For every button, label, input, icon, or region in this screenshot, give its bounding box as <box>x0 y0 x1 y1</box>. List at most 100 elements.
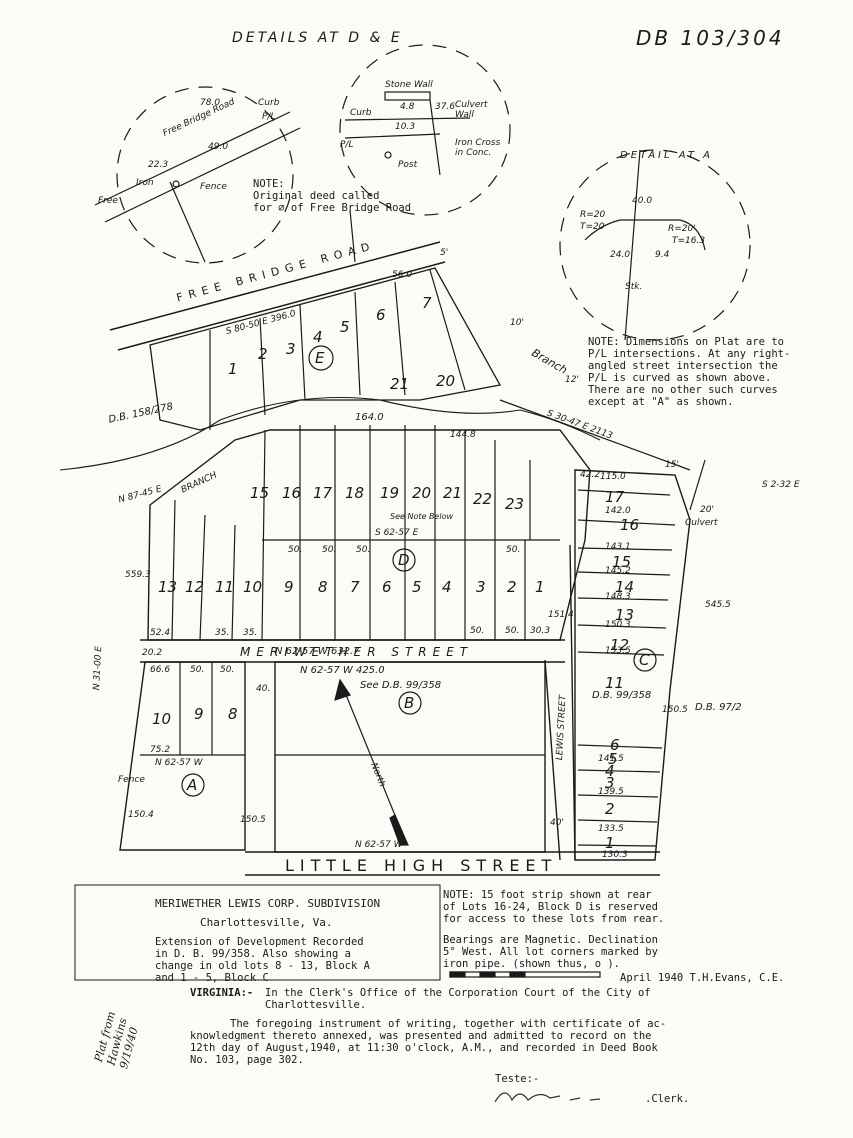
detail-a-t20-label: T=20 <box>580 222 605 232</box>
lot-width-12: 75.2 <box>150 745 171 755</box>
certificate-body: The foregoing instrument of writing, tog… <box>190 1018 667 1066</box>
side-dim-24: 10' <box>510 318 524 328</box>
block-c-lot-line4 <box>577 571 671 576</box>
side-dim-7: 142.0 <box>605 506 631 516</box>
lot-width-9: 35. <box>243 628 258 638</box>
lot-width-5: 50. <box>505 626 520 636</box>
fbr-inner-dim: 164.0 <box>355 412 384 423</box>
lot-d-23: 23 <box>505 495 525 513</box>
block-e-circle-marker <box>308 345 334 371</box>
lot-e-3: 3 <box>286 340 296 358</box>
lot-c-11: 11 <box>605 674 625 692</box>
block-e-lot-line6 <box>429 269 466 391</box>
detail-a-dim-40: 40.0 <box>632 196 653 206</box>
north-arrow-tail <box>389 814 409 846</box>
lewis-street-west-line <box>544 659 561 861</box>
lot-d-1: 1 <box>535 578 545 596</box>
lot-width-3: 50. <box>506 545 521 555</box>
lot-c-12: 12 <box>610 636 630 654</box>
detail-e-iron-cross-label: Iron Cross in Conc. <box>455 138 501 158</box>
block-c-lot-line11 <box>577 819 658 823</box>
lot-d-20: 20 <box>412 484 432 502</box>
block-d-lot-line-j <box>171 499 176 641</box>
block-b-circle-marker <box>398 691 422 715</box>
little-high-street-label: LITTLE HIGH STREET <box>285 856 558 875</box>
east-bearing: S 2-32 E <box>762 480 800 490</box>
lot-d-12: 12 <box>185 578 205 596</box>
lot-d-18: 18 <box>345 484 365 502</box>
lot-d-9: 9 <box>284 578 294 596</box>
block-c-lot-line5 <box>577 597 669 601</box>
block-b-letter: B <box>404 694 415 712</box>
side-dim-17: 56.0 <box>392 270 413 280</box>
lot-width-7: 50. <box>220 665 235 675</box>
meriwether-bearing: N 62-57 W 632.7 <box>275 646 360 657</box>
side-dim-26: 5' <box>440 248 449 258</box>
block-c-lot-line8 <box>577 744 663 749</box>
block-c-lot-line12 <box>577 844 657 847</box>
lot-d-13: 13 <box>158 578 178 596</box>
northeast-boundary-line <box>499 399 691 471</box>
block-b-bottom-bearing: N 62-57 W <box>355 840 403 850</box>
details-title: DETAILS AT D & E <box>232 30 403 46</box>
side-dim-0: 559.3 <box>125 570 151 580</box>
detail-e-pl-label: P/L <box>340 140 354 150</box>
lot-c-6: 6 <box>610 736 620 754</box>
side-dim-2: 150.5 <box>240 815 266 825</box>
block-c-letter: C <box>639 651 650 669</box>
clerk-signature <box>494 1092 601 1103</box>
block-d-lot-line-k <box>199 514 206 641</box>
block-d-mid-bearing: S 62-57 E <box>375 528 419 538</box>
side-dim-11: 150.3 <box>605 620 631 630</box>
lot-width-10: 52.4 <box>150 628 171 638</box>
side-dim-18: 42.2 <box>580 470 601 480</box>
side-dim-5: 150.5 <box>662 705 688 715</box>
lot-c-3: 3 <box>605 774 615 792</box>
date-signature: April 1940 T.H.Evans, C.E. <box>620 972 785 984</box>
block-c-lot-line1 <box>577 489 671 496</box>
detail-e-culvert <box>429 99 441 176</box>
detail-e-dim-48: 4.8 <box>400 102 415 112</box>
fbr-inner-dim2: 144.8 <box>450 430 476 440</box>
side-dim-1: 150.4 <box>128 810 154 820</box>
detail-a-dim-24: 24.0 <box>610 250 631 260</box>
lot-e-6: 6 <box>376 306 386 324</box>
lot-width-2: 50. <box>356 545 371 555</box>
db-ref-99: D.B. 99/358 <box>592 690 652 701</box>
lot-e-1: 1 <box>228 360 238 378</box>
lot-c-17: 17 <box>605 488 625 506</box>
side-dim-6: 115.0 <box>600 472 626 482</box>
detail-d-fence-label: Fence <box>200 182 227 192</box>
block-e-lot-line3 <box>299 304 306 401</box>
dimensions-note: NOTE: Dimensions on Plat are to P/L inte… <box>588 336 791 408</box>
lot-d-10: 10 <box>243 578 263 596</box>
block-a-bottom-bearing: N 62-57 W <box>155 758 203 768</box>
lot-c-1: 1 <box>605 834 615 852</box>
culvert-label: Culvert <box>685 518 718 528</box>
detail-e-stone-wall-label: Stone Wall <box>385 80 433 90</box>
detail-e-dim-376: 37.6 <box>435 102 456 112</box>
detail-d-road-line2 <box>104 127 301 223</box>
block-e-outline <box>149 267 502 431</box>
block-c-lot-line6 <box>577 624 667 629</box>
meriwether-street-label: MERIWETHER STREET <box>240 645 474 659</box>
lot-c-2: 2 <box>605 800 615 818</box>
side-dim-16: 130.3 <box>602 850 628 860</box>
block-d-lot-line-l <box>231 524 236 641</box>
detail-a-curve1 <box>584 219 680 241</box>
block-a-outline <box>119 661 246 851</box>
lot-d-11: 11 <box>215 578 235 596</box>
side-dim-13: 141.5 <box>598 754 624 764</box>
side-dim-23: 15' <box>665 460 679 470</box>
lot-e-21: 21 <box>390 375 410 393</box>
block-c-circle-marker <box>633 648 657 672</box>
detail-a-circle <box>559 149 751 341</box>
side-dim-22: 40. <box>256 684 271 694</box>
north-arrow-head <box>334 678 351 701</box>
block-d-lot-line-i <box>261 429 266 641</box>
lot-c-5: 5 <box>608 750 618 768</box>
block-e-lot-line2 <box>259 317 266 416</box>
detail-e-post-label: Post <box>398 160 418 170</box>
culvert-line <box>349 209 356 263</box>
db-ref-97: D.B. 97/2 <box>695 702 742 713</box>
